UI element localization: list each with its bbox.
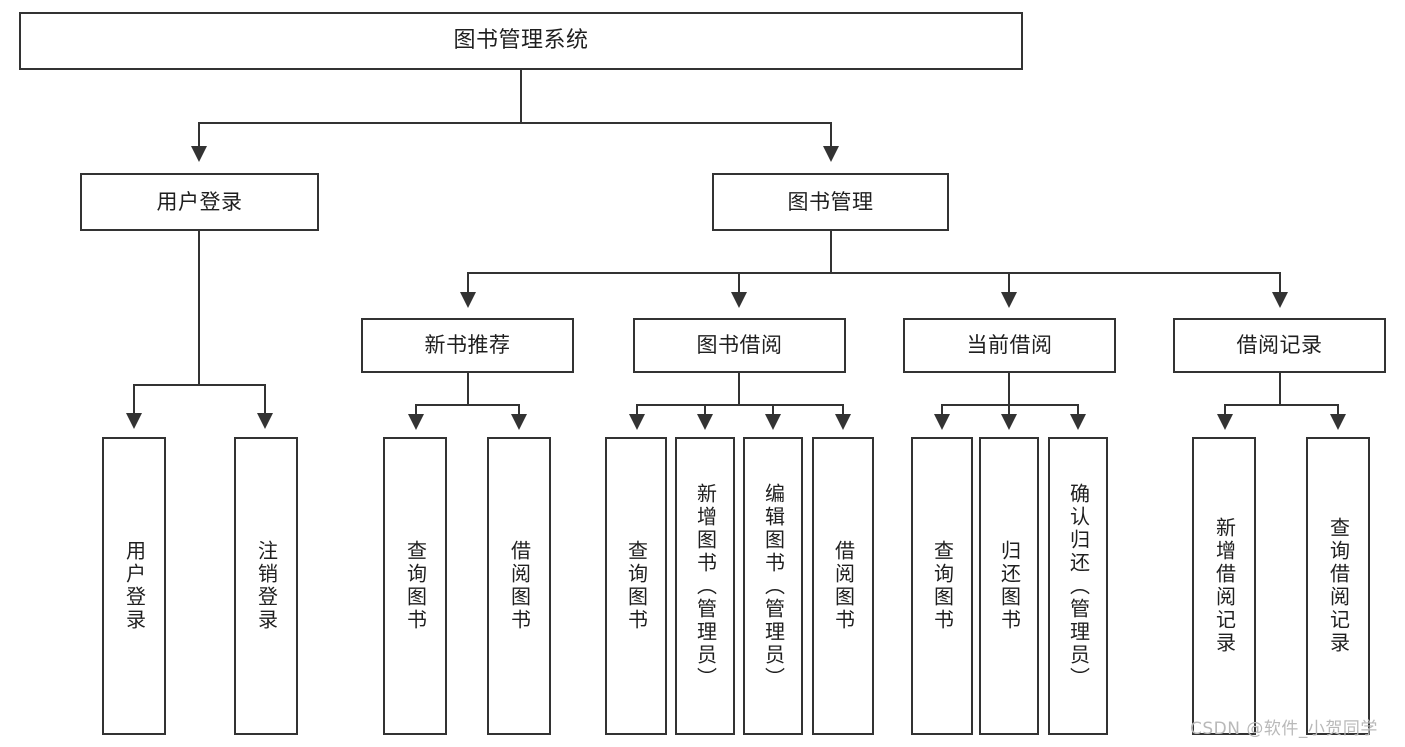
node-label: 编辑图书（管理员）	[761, 482, 786, 690]
node-book-borrow[interactable]: 图书借阅	[633, 318, 846, 373]
arrowhead-level3-1	[460, 292, 476, 308]
watermark-text: CSDN @软件_小贺同学	[1190, 719, 1378, 739]
node-label: 注销登录	[254, 540, 279, 632]
connector-user-login-drop-1	[133, 384, 135, 415]
connector-level2-bus	[198, 122, 832, 124]
arrowhead-record-leaf-1	[1217, 414, 1233, 430]
node-current-borrow[interactable]: 当前借阅	[903, 318, 1116, 373]
leaf-current-confirm-return-admin[interactable]: 确认归还（管理员）	[1048, 437, 1108, 735]
arrowhead-level2-2	[823, 146, 839, 162]
connector-root-stem	[520, 70, 522, 123]
node-label: 借阅图书	[507, 540, 532, 632]
connector-level3-drop-3	[1008, 272, 1010, 294]
leaf-borrow-edit-book-admin[interactable]: 编辑图书（管理员）	[743, 437, 803, 735]
connector-book-mgmt-stem	[830, 231, 832, 273]
leaf-user-login[interactable]: 用户登录	[102, 437, 166, 735]
node-label: 用户登录	[156, 189, 243, 214]
node-label: 用户登录	[122, 540, 147, 632]
leaf-record-query-record[interactable]: 查询借阅记录	[1306, 437, 1370, 735]
connector-level3-drop-2	[738, 272, 740, 294]
arrowhead-borrow-leaf-1	[629, 414, 645, 430]
connector-level2-drop-1	[198, 122, 200, 148]
node-label: 当前借阅	[966, 333, 1053, 358]
node-label: 图书管理系统	[453, 28, 589, 54]
node-book-management[interactable]: 图书管理	[712, 173, 949, 231]
connector-current-bus	[941, 404, 1079, 406]
leaf-current-return-book[interactable]: 归还图书	[979, 437, 1039, 735]
arrowhead-level3-3	[1001, 292, 1017, 308]
connector-level2-drop-2	[830, 122, 832, 148]
arrowhead-borrow-leaf-3	[765, 414, 781, 430]
connector-record-stem	[1279, 373, 1281, 405]
arrowhead-user-login-leaf-2	[257, 413, 273, 429]
node-borrow-record[interactable]: 借阅记录	[1173, 318, 1386, 373]
arrowhead-level2-1	[191, 146, 207, 162]
node-root-system[interactable]: 图书管理系统	[19, 12, 1023, 70]
leaf-current-query-book[interactable]: 查询图书	[911, 437, 973, 735]
node-user-login[interactable]: 用户登录	[80, 173, 319, 231]
connector-recommend-drop-2	[518, 404, 520, 416]
connector-current-stem	[1008, 373, 1010, 405]
connector-level3-drop-4	[1279, 272, 1281, 294]
connector-current-drop-3	[1077, 404, 1079, 416]
leaf-recommend-query-book[interactable]: 查询图书	[383, 437, 447, 735]
node-label: 新增图书（管理员）	[693, 482, 718, 690]
arrowhead-recommend-leaf-2	[511, 414, 527, 430]
node-label: 查询图书	[624, 540, 649, 632]
arrowhead-borrow-leaf-2	[697, 414, 713, 430]
connector-borrow-bus	[636, 404, 844, 406]
connector-recommend-bus	[415, 404, 520, 406]
connector-record-bus	[1224, 404, 1339, 406]
connector-borrow-drop-4	[842, 404, 844, 416]
connector-user-login-bus	[133, 384, 266, 386]
arrowhead-current-leaf-3	[1070, 414, 1086, 430]
connector-recommend-stem	[467, 373, 469, 405]
node-label: 新书推荐	[424, 333, 511, 358]
connector-level3-bus	[467, 272, 1281, 274]
arrowhead-level3-4	[1272, 292, 1288, 308]
leaf-borrow-query-book[interactable]: 查询图书	[605, 437, 667, 735]
connector-user-login-drop-2	[264, 384, 266, 415]
node-label: 图书管理	[787, 189, 874, 214]
node-label: 查询图书	[930, 540, 955, 632]
arrowhead-record-leaf-2	[1330, 414, 1346, 430]
connector-recommend-drop-1	[415, 404, 417, 416]
connector-borrow-drop-1	[636, 404, 638, 416]
node-label: 查询图书	[403, 540, 428, 632]
arrowhead-current-leaf-2	[1001, 414, 1017, 430]
leaf-logout[interactable]: 注销登录	[234, 437, 298, 735]
connector-borrow-stem	[738, 373, 740, 405]
arrowhead-recommend-leaf-1	[408, 414, 424, 430]
node-label: 图书借阅	[696, 333, 783, 358]
leaf-recommend-borrow-book[interactable]: 借阅图书	[487, 437, 551, 735]
leaf-record-add-record[interactable]: 新增借阅记录	[1192, 437, 1256, 735]
node-label: 新增借阅记录	[1212, 517, 1237, 655]
connector-current-drop-2	[1008, 404, 1010, 416]
node-label: 借阅图书	[831, 540, 856, 632]
node-label: 归还图书	[997, 540, 1022, 632]
leaf-borrow-add-book-admin[interactable]: 新增图书（管理员）	[675, 437, 735, 735]
connector-current-drop-1	[941, 404, 943, 416]
node-label: 确认归还（管理员）	[1066, 482, 1091, 690]
arrowhead-borrow-leaf-4	[835, 414, 851, 430]
node-label: 查询借阅记录	[1326, 517, 1351, 655]
arrowhead-level3-2	[731, 292, 747, 308]
connector-level3-drop-1	[467, 272, 469, 294]
connector-user-login-stem	[198, 231, 200, 385]
arrowhead-current-leaf-1	[934, 414, 950, 430]
node-label: 借阅记录	[1236, 333, 1323, 358]
node-new-book-recommend[interactable]: 新书推荐	[361, 318, 574, 373]
arrowhead-user-login-leaf-1	[126, 413, 142, 429]
connector-borrow-drop-2	[704, 404, 706, 416]
connector-borrow-drop-3	[772, 404, 774, 416]
connector-record-drop-2	[1337, 404, 1339, 416]
leaf-borrow-borrow-book[interactable]: 借阅图书	[812, 437, 874, 735]
connector-record-drop-1	[1224, 404, 1226, 416]
